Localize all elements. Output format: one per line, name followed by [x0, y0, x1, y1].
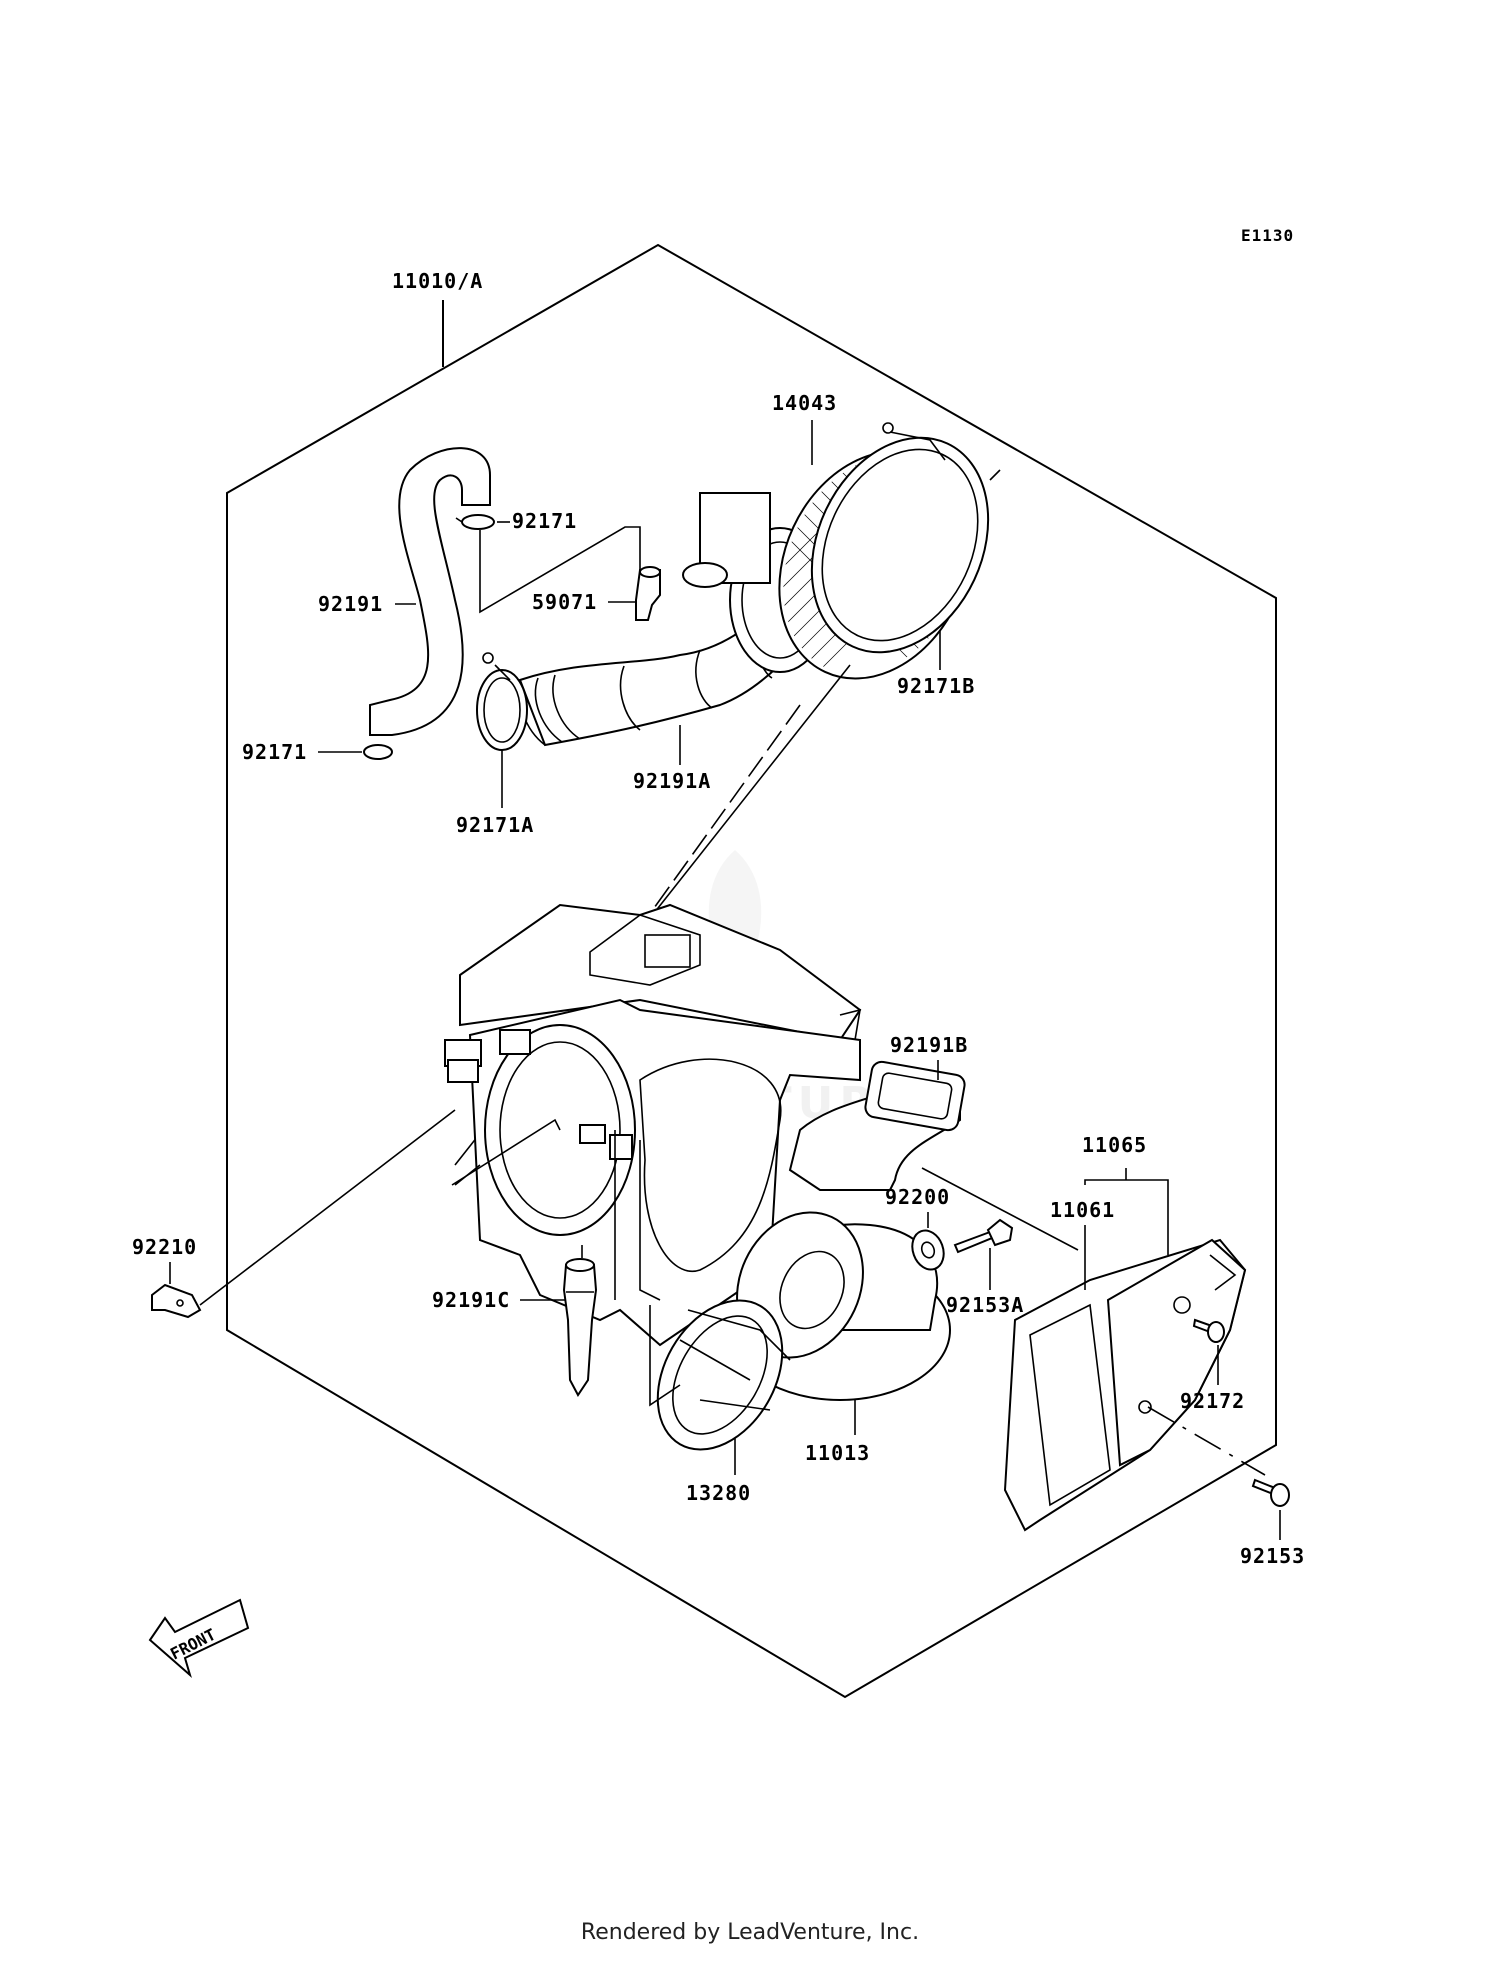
band-clamp-92171B[interactable]	[778, 409, 1021, 681]
wing-bolt-92153A[interactable]	[953, 1218, 1014, 1254]
reference-line-92210-b	[454, 1164, 481, 1186]
bracket-92210[interactable]	[151, 1283, 202, 1319]
label-11061[interactable]: 11061	[1050, 1198, 1115, 1222]
label-92171A[interactable]: 92171A	[456, 813, 534, 837]
assembly-outline	[226, 243, 1277, 1699]
label-11065[interactable]: 11065	[1082, 1133, 1147, 1157]
label-92171B[interactable]: 92171B	[897, 674, 975, 698]
footer-credit: Rendered by LeadVenture, Inc.	[580, 1920, 920, 1945]
label-11013[interactable]: 11013	[805, 1441, 870, 1465]
label-14043[interactable]: 14043	[772, 391, 837, 415]
reference-line-92210-a	[451, 1118, 561, 1186]
element-frame-13280[interactable]	[632, 1278, 807, 1472]
label-92191[interactable]: 92191	[318, 592, 383, 616]
duct-clamp-92171A[interactable]	[476, 652, 528, 751]
reference-line-92210-c	[199, 1109, 456, 1306]
inlet-duct-92191B[interactable]	[788, 1060, 966, 1191]
label-13280[interactable]: 13280	[686, 1481, 751, 1505]
fitting-59071[interactable]	[635, 566, 661, 621]
reference-line-13280	[649, 1305, 681, 1407]
cover-11061[interactable]	[1003, 1238, 1247, 1532]
reference-line-92153	[1147, 1406, 1266, 1476]
hose-clamp-92171-top[interactable]	[455, 514, 495, 530]
diagram-code: E1130	[1241, 226, 1294, 245]
label-92171-bottom[interactable]: 92171	[242, 740, 307, 764]
label-92172[interactable]: 92172	[1180, 1389, 1245, 1413]
label-92153[interactable]: 92153	[1240, 1544, 1305, 1568]
label-59071[interactable]: 59071	[532, 590, 597, 614]
label-92191C[interactable]: 92191C	[432, 1288, 510, 1312]
label-92210[interactable]: 92210	[132, 1235, 197, 1259]
label-92191B[interactable]: 92191B	[890, 1033, 968, 1057]
hose-clamp-92171-bottom[interactable]	[363, 744, 393, 760]
label-92153A[interactable]: 92153A	[946, 1293, 1024, 1317]
label-11010-a[interactable]: 11010/A	[392, 269, 483, 293]
label-92191A[interactable]: 92191A	[633, 769, 711, 793]
screw-92153[interactable]	[1251, 1478, 1290, 1507]
reference-line-hose	[479, 526, 641, 614]
label-92200[interactable]: 92200	[885, 1185, 950, 1209]
front-arrow: FRONT	[148, 1598, 250, 1679]
label-92171-top[interactable]: 92171	[512, 509, 577, 533]
screw-92172[interactable]	[1192, 1318, 1225, 1343]
drain-plug-92191C[interactable]	[562, 1258, 598, 1397]
breather-hose-92191[interactable]	[369, 447, 491, 736]
grommet-92200[interactable]	[907, 1226, 949, 1274]
reference-line-92191B	[921, 1167, 1079, 1251]
